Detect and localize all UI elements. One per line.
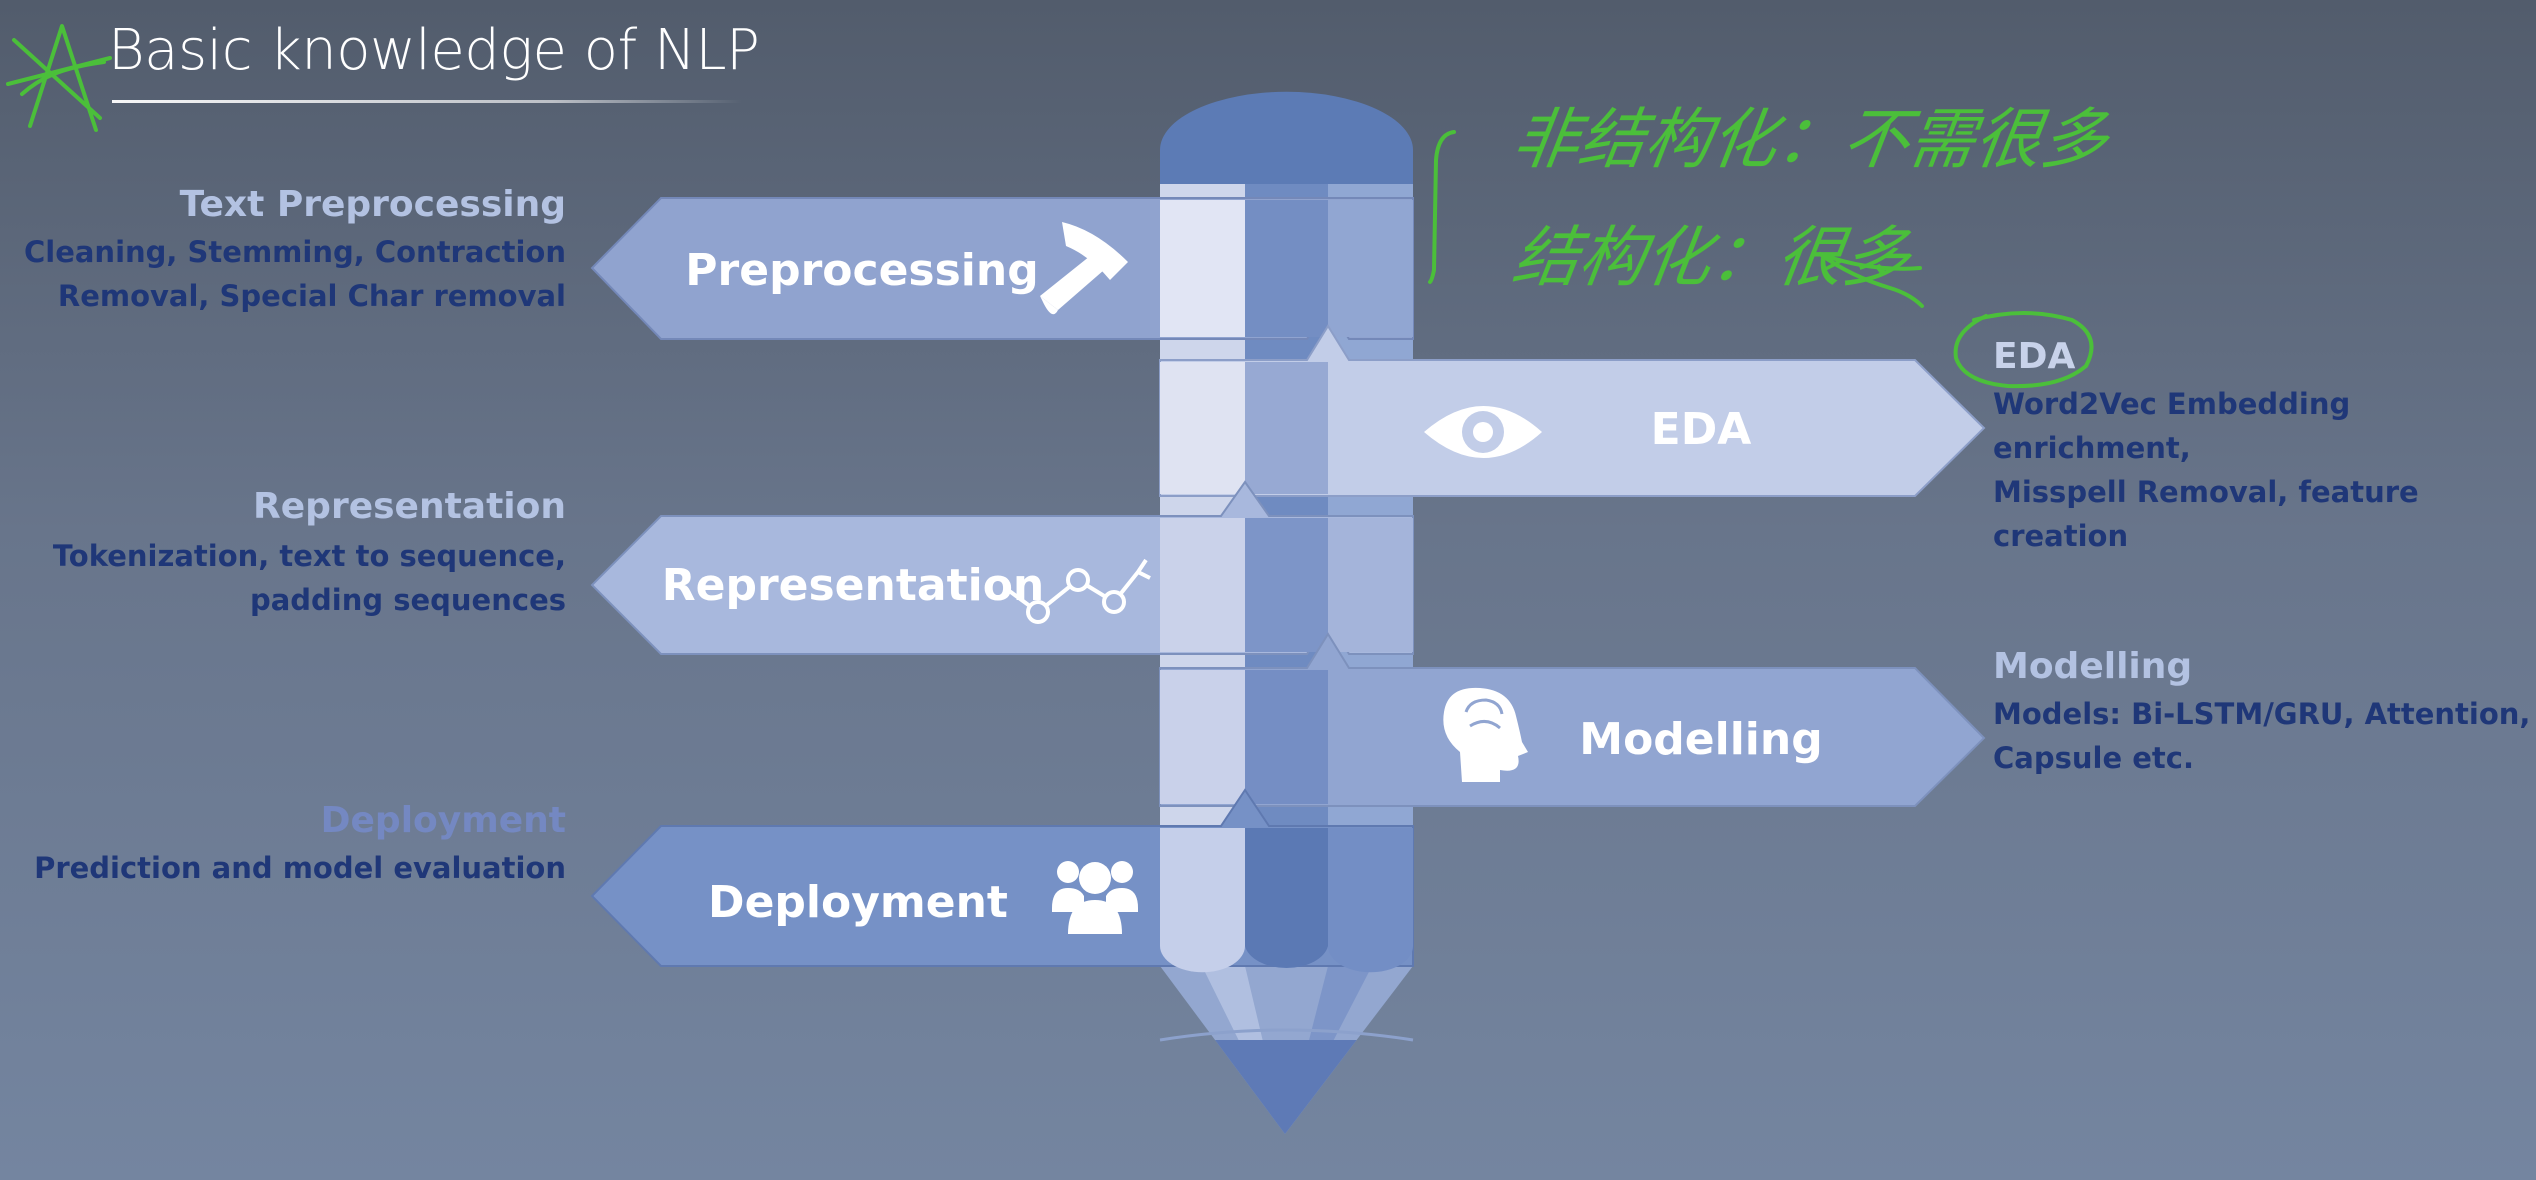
desc-line: Cleaning, Stemming, Contraction [23,235,566,269]
heading-modelling: Modelling [1993,646,2193,687]
molecule-icon [1006,558,1151,624]
banner-representation [590,480,1414,655]
title-underline [112,100,742,103]
heading-deployment: Deployment [320,800,566,841]
head-icon [1443,687,1528,782]
desc-line: Removal, Special Char removal [57,279,566,313]
desc-eda: Word2Vec Embedding enrichment, Misspell … [1993,382,2536,558]
desc-text-preprocessing: Cleaning, Stemming, Contraction Removal,… [24,230,566,318]
desc-line: padding sequences [249,583,566,617]
heading-eda: EDA [1993,336,2076,377]
eye-icon [1424,406,1542,458]
people-icon [1052,861,1138,934]
desc-modelling: Models: Bi-LSTM/GRU, Attention, Capsule … [1993,692,2530,780]
banner-eda [1159,324,1986,497]
heading-text-preprocessing: Text Preprocessing [179,184,566,225]
heading-representation: Representation [253,486,566,527]
desc-line: Prediction and model evaluation [34,851,566,885]
desc-line: Tokenization, text to sequence, [52,539,566,573]
banner-modelling [1159,632,1986,807]
banner-label-preprocessing: Preprocessing [685,245,1038,296]
desc-representation: Tokenization, text to sequence, padding … [53,534,566,622]
banner-deployment [590,788,1414,973]
banner-label-modelling: Modelling [1579,714,1822,765]
handwritten-bracket-icon [1428,130,1456,284]
pencil-eraser [1160,91,1413,184]
handwritten-circle-icon [1953,311,2094,389]
desc-line: Capsule etc. [1993,741,2194,775]
handwritten-note-unstructured: 非结构化：不需很多 [1507,101,2113,178]
banner-label-deployment: Deployment [708,877,1008,928]
banner-label-representation: Representation [662,560,1045,611]
hammer-icon [1040,222,1128,315]
star-scribble-icon [6,24,112,132]
desc-deployment: Prediction and model evaluation [34,846,566,890]
banner-label-eda: EDA [1651,404,1752,455]
page-title: Basic knowledge of NLP [108,18,760,83]
handwritten-arrow-icon [1818,252,1924,308]
desc-line: Misspell Removal, feature creation [1993,475,2419,553]
desc-line: Word2Vec Embedding enrichment, [1993,387,2351,465]
desc-line: Models: Bi-LSTM/GRU, Attention, [1993,697,2531,731]
banner-preprocessing [590,197,1414,340]
